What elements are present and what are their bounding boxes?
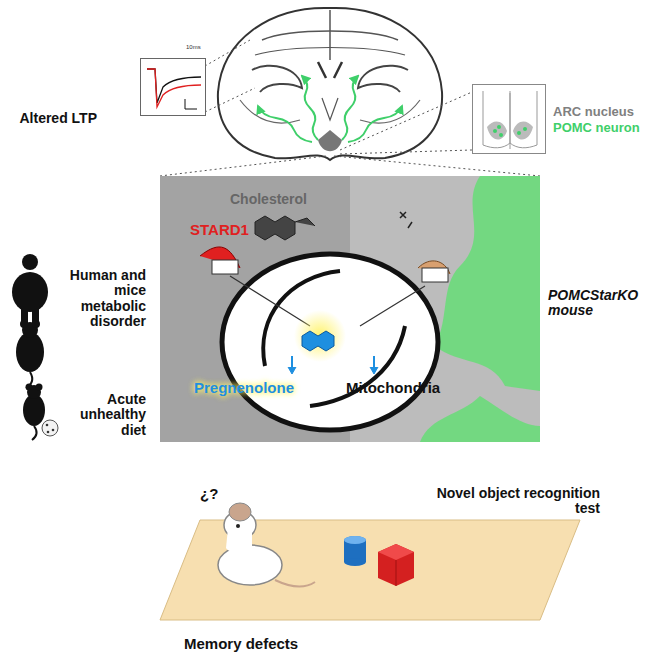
test-label: Novel object recognition test xyxy=(420,486,600,517)
side-label: Human and mice metabolic disorder xyxy=(54,268,146,330)
node-text: Mitochondria xyxy=(346,380,456,397)
question-mark: ¿? xyxy=(200,486,230,503)
node-text: Pregnenolone xyxy=(194,380,314,397)
node-art xyxy=(473,85,547,155)
model-label: POMCStarKO mouse xyxy=(548,288,658,319)
inset-box: ARC nucleusPOMC neuron xyxy=(472,84,546,154)
node-art xyxy=(160,176,540,442)
side-label: Acute unhealthy diet xyxy=(66,392,146,438)
node-text: Cholesterol xyxy=(230,192,330,207)
node-text: POMC neuron xyxy=(553,121,663,135)
node-text: Altered LTP xyxy=(17,111,97,126)
node-text: STARD1 xyxy=(190,222,280,239)
node-text: ARC nucleus xyxy=(553,105,663,119)
scale-label: 10ms xyxy=(186,44,216,51)
node-art xyxy=(141,59,207,117)
mechanism-panel: CholesterolSTARD1Pregnenolone Mitochondri… xyxy=(160,176,540,442)
outcome-label: Memory defects xyxy=(184,636,344,653)
inset-box: Altered LTP xyxy=(140,58,206,116)
